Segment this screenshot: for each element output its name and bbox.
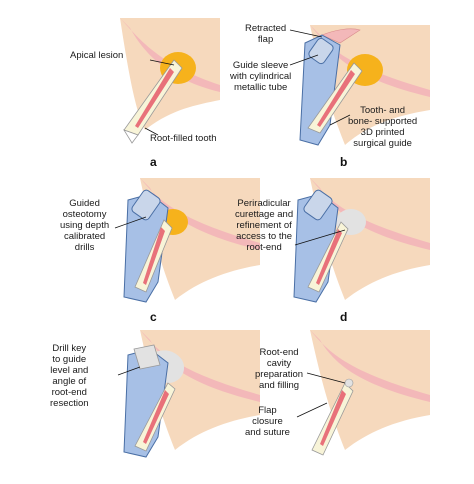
label-root-filled-tooth: Root-filled tooth (150, 133, 217, 144)
leader-retracted-flap (289, 29, 323, 38)
panel-b: Retracted flap Guide sleeve with cylindr… (230, 5, 430, 155)
panel-letter-d: d (340, 310, 348, 324)
drill-key-shape (133, 344, 161, 370)
leader-root-end-cavity (306, 372, 346, 384)
panel-c: Guided osteotomy using depth calibrated … (60, 170, 260, 310)
retracted-flap-shape (321, 28, 361, 44)
panel-e: Drill key to guide level and angle of ro… (50, 325, 260, 475)
panel-f-illustration (296, 330, 430, 456)
leader-drill-key (117, 366, 141, 376)
label-guided-osteotomy: Guided osteotomy using depth calibrated … (60, 198, 110, 253)
leader-root-filled-tooth (144, 127, 159, 136)
panel-d: Periradicular curettage and refinement o… (235, 170, 435, 310)
panel-e-illustration (117, 330, 260, 458)
leader-periradicular-curettage (294, 229, 346, 246)
panel-a: Apical lesion Root-filled tooth (70, 10, 240, 150)
leader-flap-closure (296, 402, 328, 418)
panel-d-illustration (293, 178, 430, 303)
panel-a-illustration (120, 18, 220, 144)
panel-c-illustration (114, 178, 260, 303)
panel-letter-c: c (150, 310, 157, 324)
label-periradicular-curettage: Periradicular curettage and refinement o… (235, 198, 294, 253)
panel-f: Root-end cavity preparation and filling … (235, 325, 435, 475)
leader-apical-lesion (149, 59, 175, 66)
panel-letter-b: b (340, 155, 348, 169)
leader-guide-sleeve (289, 54, 319, 66)
panel-b-illustration (289, 25, 430, 146)
label-guide-sleeve: Guide sleeve with cylindrical metallic t… (230, 60, 292, 93)
root-end-filling-shape (344, 378, 354, 388)
panel-letter-a: a (150, 155, 157, 169)
leader-guided-osteotomy (114, 216, 147, 229)
label-apical-lesion: Apical lesion (70, 50, 124, 61)
label-drill-key: Drill key to guide level and angle of ro… (50, 343, 89, 409)
label-flap-closure: Flap closure and suture (245, 405, 290, 438)
label-surgical-guide: Tooth- and bone- supported 3D printed su… (348, 105, 418, 149)
leader-surgical-guide (329, 114, 351, 126)
label-root-end-cavity: Root-end cavity preparation and filling (255, 347, 304, 391)
label-retracted-flap: Retracted flap (245, 23, 287, 45)
